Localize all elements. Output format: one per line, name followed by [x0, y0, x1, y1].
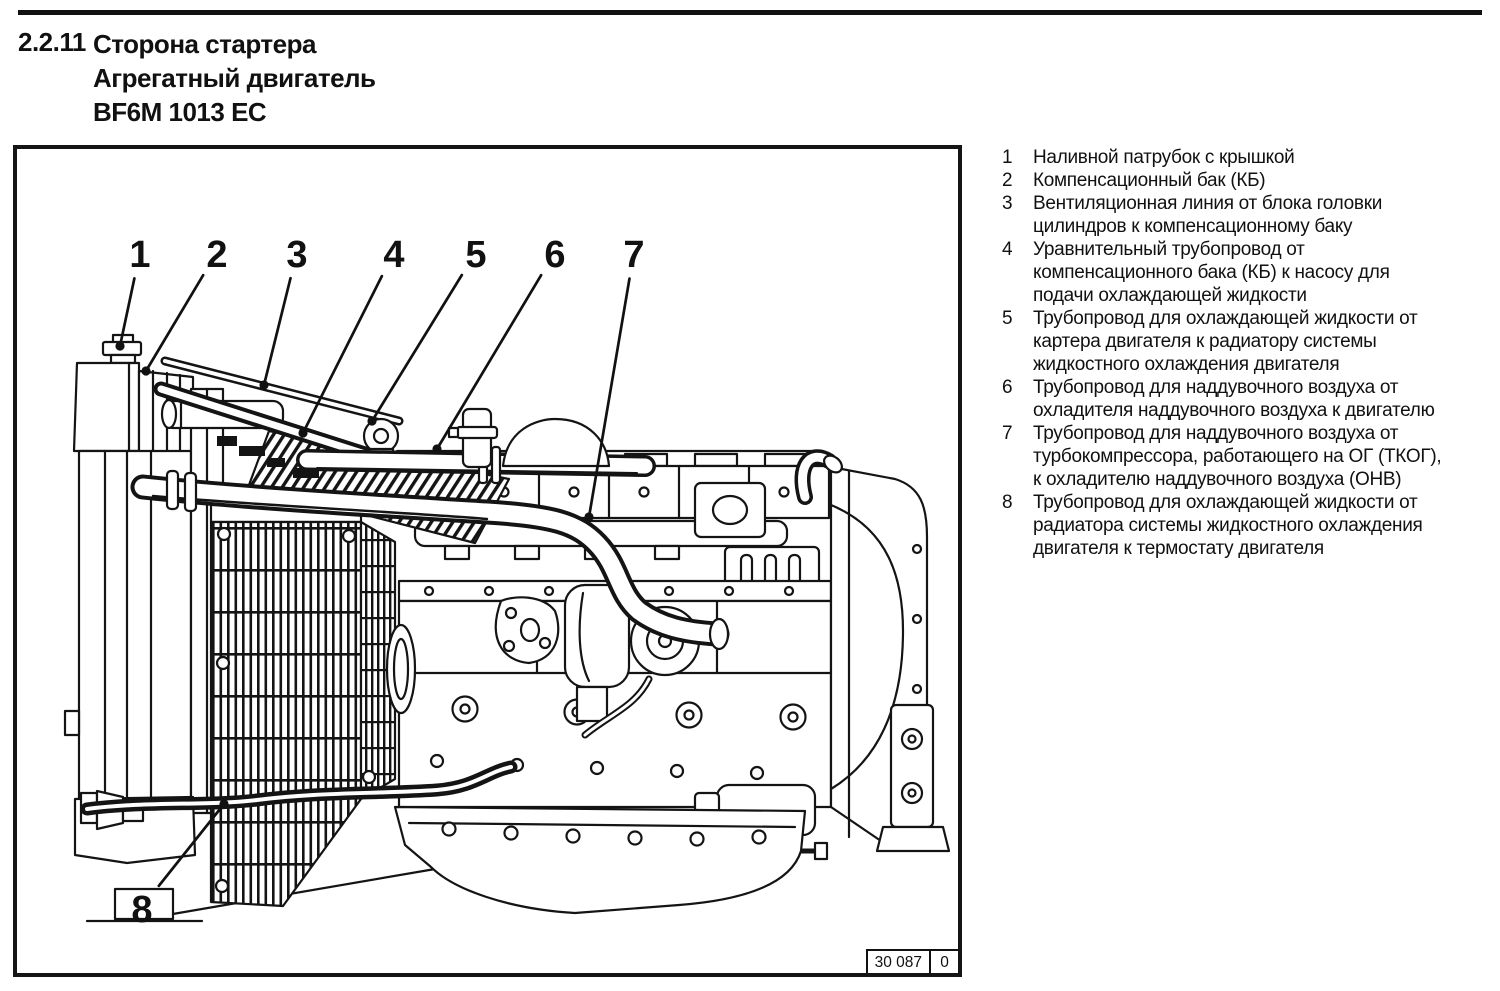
charge-air-pipe-6	[296, 407, 656, 485]
legend-item-number: 7	[1002, 423, 1013, 444]
legend-item-number: 1	[1002, 147, 1013, 168]
legend-item: 5 Трубопровод для охлаждающей жидкости от…	[1002, 307, 1488, 376]
top-rule	[18, 10, 1482, 15]
callout-dot	[367, 416, 377, 426]
legend-item-text: Трубопровод для охлаждающей жидкости от …	[1033, 492, 1423, 559]
hose-clamp	[165, 469, 180, 511]
callout-leader-line	[301, 274, 384, 435]
title-line-2: Агрегатный двигатель	[93, 63, 376, 93]
callout-dot	[141, 366, 151, 376]
legend-item-number: 3	[1002, 193, 1013, 214]
title-line-1: Сторона стартера	[93, 29, 316, 59]
legend-item: 4 Уравнительный трубопровод от компенсаци…	[1002, 238, 1488, 307]
callout-leader-line	[587, 277, 631, 519]
coolant-pipe-8	[79, 760, 518, 831]
callout-dot	[298, 428, 308, 438]
flywheel-housing	[829, 465, 951, 853]
legend-item-text: Трубопровод для охлаждающей жидкости от …	[1033, 308, 1418, 375]
legend-item-number: 5	[1002, 308, 1013, 329]
callout-leader-line	[144, 273, 205, 373]
callout-number: 6	[544, 234, 565, 276]
legend-item: 6 Трубопровод для наддувочного воздуха от…	[1002, 376, 1488, 422]
legend-item: 2 Компенсационный бак (КБ)	[1002, 169, 1488, 192]
hose-clamp	[455, 425, 499, 440]
legend-item: 8 Трубопровод для охлаждающей жидкости от…	[1002, 491, 1488, 560]
legend-item-text: Трубопровод для наддувочного воздуха от …	[1033, 377, 1435, 421]
callout-number: 5	[465, 234, 486, 276]
callout-leader-line	[262, 276, 292, 387]
legend-item-number: 2	[1002, 170, 1013, 191]
legend-item: 3 Вентиляционная линия от блока головки ц…	[1002, 192, 1488, 238]
callout-dot	[259, 380, 269, 390]
vibration-damper	[385, 623, 417, 715]
fan-guard-grille	[209, 503, 397, 908]
callout-leader-line	[435, 273, 543, 451]
hose-clamp	[183, 471, 198, 513]
callout-leader-line	[157, 802, 226, 888]
engine-diagram: 1 2 3 4 5 6 7 8	[63, 234, 951, 931]
legend-item-number: 8	[1002, 492, 1013, 513]
intake-elbow	[501, 417, 611, 468]
charge-air-pipe-7	[130, 469, 730, 651]
legend-item-text: Компенсационный бак (КБ)	[1033, 170, 1266, 191]
page-title: Сторона стартера Агрегатный двигатель BF…	[93, 27, 593, 129]
callout-dot	[219, 799, 229, 809]
callout-number: 3	[286, 234, 307, 276]
legend-item-text: Уравнительный трубопровод от компенсацио…	[1033, 239, 1390, 306]
legend-item-text: Наливной патрубок с крышкой	[1033, 147, 1295, 168]
callout-number: 7	[623, 234, 644, 276]
figure-number: 30 087	[874, 954, 922, 971]
callout-dot	[584, 512, 594, 522]
coolant-pipes-top	[153, 356, 404, 471]
legend: 1 Наливной патрубок с крышкой 2 Компенсацио…	[1002, 146, 1488, 560]
callout-number: 4	[383, 234, 404, 276]
legend-item-number: 6	[1002, 377, 1013, 398]
callout-layer: 1 2 3 4 5 6 7 8	[115, 234, 645, 931]
legend-item: 1 Наливной патрубок с крышкой	[1002, 146, 1488, 169]
legend-item-text: Трубопровод для наддувочного воздуха от …	[1033, 423, 1442, 490]
breather-hose	[794, 449, 843, 505]
callout-number: 2	[206, 234, 227, 276]
callout-number: 1	[129, 234, 150, 276]
legend-item-text: Вентиляционная линия от блока головки ци…	[1033, 193, 1383, 237]
callout-number: 8	[131, 889, 152, 931]
callout-dot	[115, 341, 125, 351]
legend-item-number: 4	[1002, 239, 1013, 260]
radiator-foot	[113, 887, 175, 921]
legend-list: 1 Наливной патрубок с крышкой 2 Компенсацио…	[1002, 146, 1488, 560]
base-line	[165, 866, 443, 917]
callout-leader-line	[118, 277, 136, 348]
section-number: 2.2.11	[18, 27, 86, 57]
callout-leader-line	[370, 273, 464, 423]
title-line-3: BF6M 1013 EC	[93, 97, 267, 127]
oil-pan	[393, 805, 807, 915]
figure-revision: 0	[929, 951, 958, 973]
legend-item: 7 Трубопровод для наддувочного воздуха от…	[1002, 422, 1488, 491]
figure-number-stamp: 30 087 0	[865, 949, 958, 973]
figure-frame: 1 2 3 4 5 6 7 8 30 087 0	[13, 145, 962, 977]
callout-dot	[432, 444, 442, 454]
